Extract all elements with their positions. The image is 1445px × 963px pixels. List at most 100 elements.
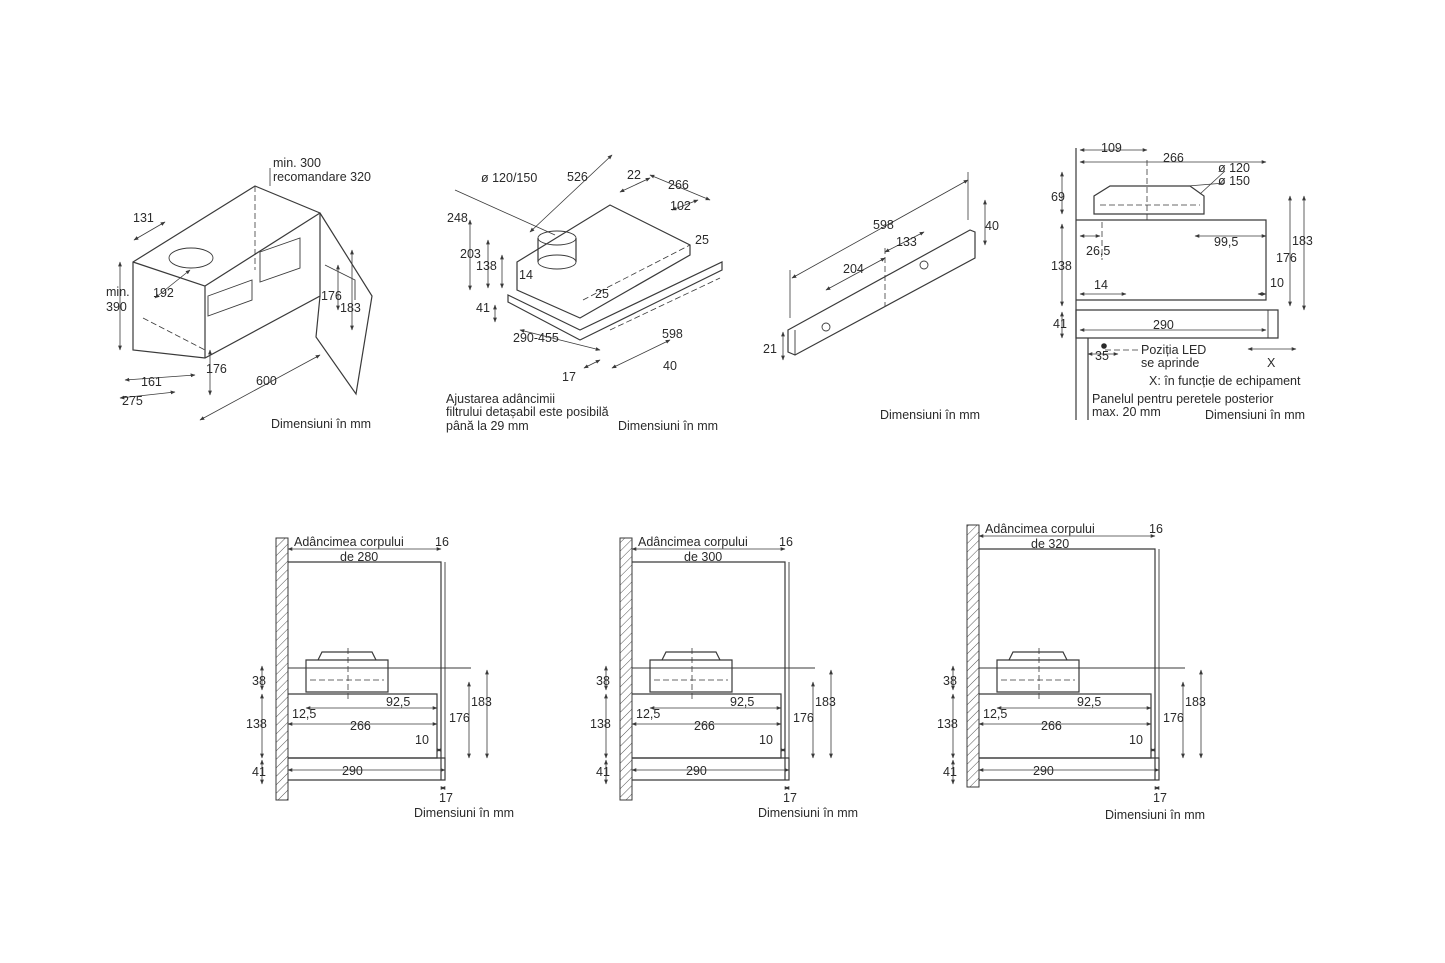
cabinet-side-panel [979, 548, 1156, 780]
dim-290: 290 [1033, 764, 1054, 778]
dim-diameter-120-150: ø 120/150 [481, 171, 537, 185]
extractor-strip [979, 757, 1160, 781]
wall-hatch [966, 524, 980, 788]
dim-176: 176 [1276, 251, 1297, 265]
dim-17: 17 [439, 791, 453, 805]
dim-176-bottom: 176 [206, 362, 227, 376]
depth-label-line-1: Adâncimea corpului [638, 535, 748, 549]
dim-16: 16 [779, 535, 793, 549]
dim-176-right: 176 [321, 289, 342, 303]
dim-183: 183 [1185, 695, 1206, 709]
dim-17: 17 [783, 791, 797, 805]
wall-hatch [619, 537, 633, 801]
dim-diameter-150: ø 150 [1218, 174, 1250, 188]
dim-min-300: min. 300 [273, 156, 321, 170]
dim-203: 203 [460, 247, 481, 261]
dim-16: 16 [435, 535, 449, 549]
side-section-view: 109 266 ø 120 ø 150 69 26,5 99,5 183 176… [1051, 141, 1313, 422]
dim-41: 41 [1053, 317, 1067, 331]
unit-caption-4: Dimensiuni în mm [1205, 408, 1305, 422]
fan-housing [305, 659, 389, 693]
cabinet-side-panel [632, 561, 786, 780]
dim-266: 266 [1163, 151, 1184, 165]
depth-label-line-1: Adâncimea corpului [294, 535, 404, 549]
dim-25-right: 25 [695, 233, 709, 247]
dim-12-5: 12,5 [292, 707, 316, 721]
dim-10: 10 [759, 733, 773, 747]
back-panel-note-line-1: Panelul pentru peretele posterior [1092, 392, 1273, 406]
dim-26-5: 26,5 [1086, 244, 1110, 258]
duct-collar [317, 651, 377, 661]
dim-266: 266 [350, 719, 371, 733]
depth-label-line-2: de 300 [684, 550, 722, 564]
cabinet-side-panel [288, 561, 442, 780]
dim-10: 10 [415, 733, 429, 747]
dim-390: 390 [106, 300, 127, 314]
depth-label-line-2: de 320 [1031, 537, 1069, 551]
unit-caption: Dimensiuni în mm [758, 806, 858, 820]
dim-diameter-120: ø 120 [1218, 161, 1250, 175]
dim-92-5: 92,5 [1077, 695, 1101, 709]
dim-12-5: 12,5 [636, 707, 660, 721]
dim-176: 176 [449, 711, 470, 725]
dim-138: 138 [937, 717, 958, 731]
dim-600: 600 [256, 374, 277, 388]
dim-290-455: 290-455 [513, 331, 559, 345]
dim-290: 290 [686, 764, 707, 778]
dim-266: 266 [668, 178, 689, 192]
dim-40: 40 [985, 219, 999, 233]
dim-138: 138 [246, 717, 267, 731]
dim-21: 21 [763, 342, 777, 356]
unit-caption-2: Dimensiuni în mm [618, 419, 718, 433]
dim-38: 38 [252, 674, 266, 688]
dim-526: 526 [567, 170, 588, 184]
dim-16: 16 [1149, 522, 1163, 536]
dim-598: 598 [873, 218, 894, 232]
dim-266: 266 [694, 719, 715, 733]
dim-22: 22 [627, 168, 641, 182]
dim-92-5: 92,5 [730, 695, 754, 709]
extractor-strip [288, 757, 446, 781]
dim-99-5: 99,5 [1214, 235, 1238, 249]
dim-40: 40 [663, 359, 677, 373]
dim-290: 290 [342, 764, 363, 778]
unit-caption-3: Dimensiuni în mm [880, 408, 980, 422]
dim-133: 133 [896, 235, 917, 249]
dim-25-bottom: 25 [595, 287, 609, 301]
dim-41: 41 [476, 301, 490, 315]
dim-min-label: min. [106, 285, 130, 299]
cabinet-isometric-view: min. 300 recomandare 320 131 min. 390 19… [106, 156, 373, 431]
depth-note-line-3: până la 29 mm [446, 419, 529, 433]
extractor-strip [632, 757, 790, 781]
depth-note-line-2: filtrului detașabil este posibilă [446, 405, 609, 419]
dim-35: 35 [1095, 349, 1109, 363]
dim-266: 266 [1041, 719, 1062, 733]
dim-17: 17 [562, 370, 576, 384]
dim-275: 275 [122, 394, 143, 408]
dim-x: X [1267, 356, 1276, 370]
dim-109: 109 [1101, 141, 1122, 155]
dim-12-5: 12,5 [983, 707, 1007, 721]
dim-183: 183 [815, 695, 836, 709]
unit-caption: Dimensiuni în mm [414, 806, 514, 820]
dim-598: 598 [662, 327, 683, 341]
dim-204: 204 [843, 262, 864, 276]
unit-caption: Dimensiuni în mm [1105, 808, 1205, 822]
dim-10: 10 [1270, 276, 1284, 290]
dim-183: 183 [471, 695, 492, 709]
depth-label-line-1: Adâncimea corpului [985, 522, 1095, 536]
dim-161: 161 [141, 375, 162, 389]
dim-138: 138 [476, 259, 497, 273]
dim-69: 69 [1051, 190, 1065, 204]
dim-183: 183 [1292, 234, 1313, 248]
x-equipment-note: X: în funcție de echipament [1149, 374, 1301, 388]
dim-183: 183 [340, 301, 361, 315]
hood-isometric-view: ø 120/150 526 22 266 102 248 203 138 14 … [446, 154, 723, 433]
dim-41: 41 [943, 765, 957, 779]
dim-248: 248 [447, 211, 468, 225]
